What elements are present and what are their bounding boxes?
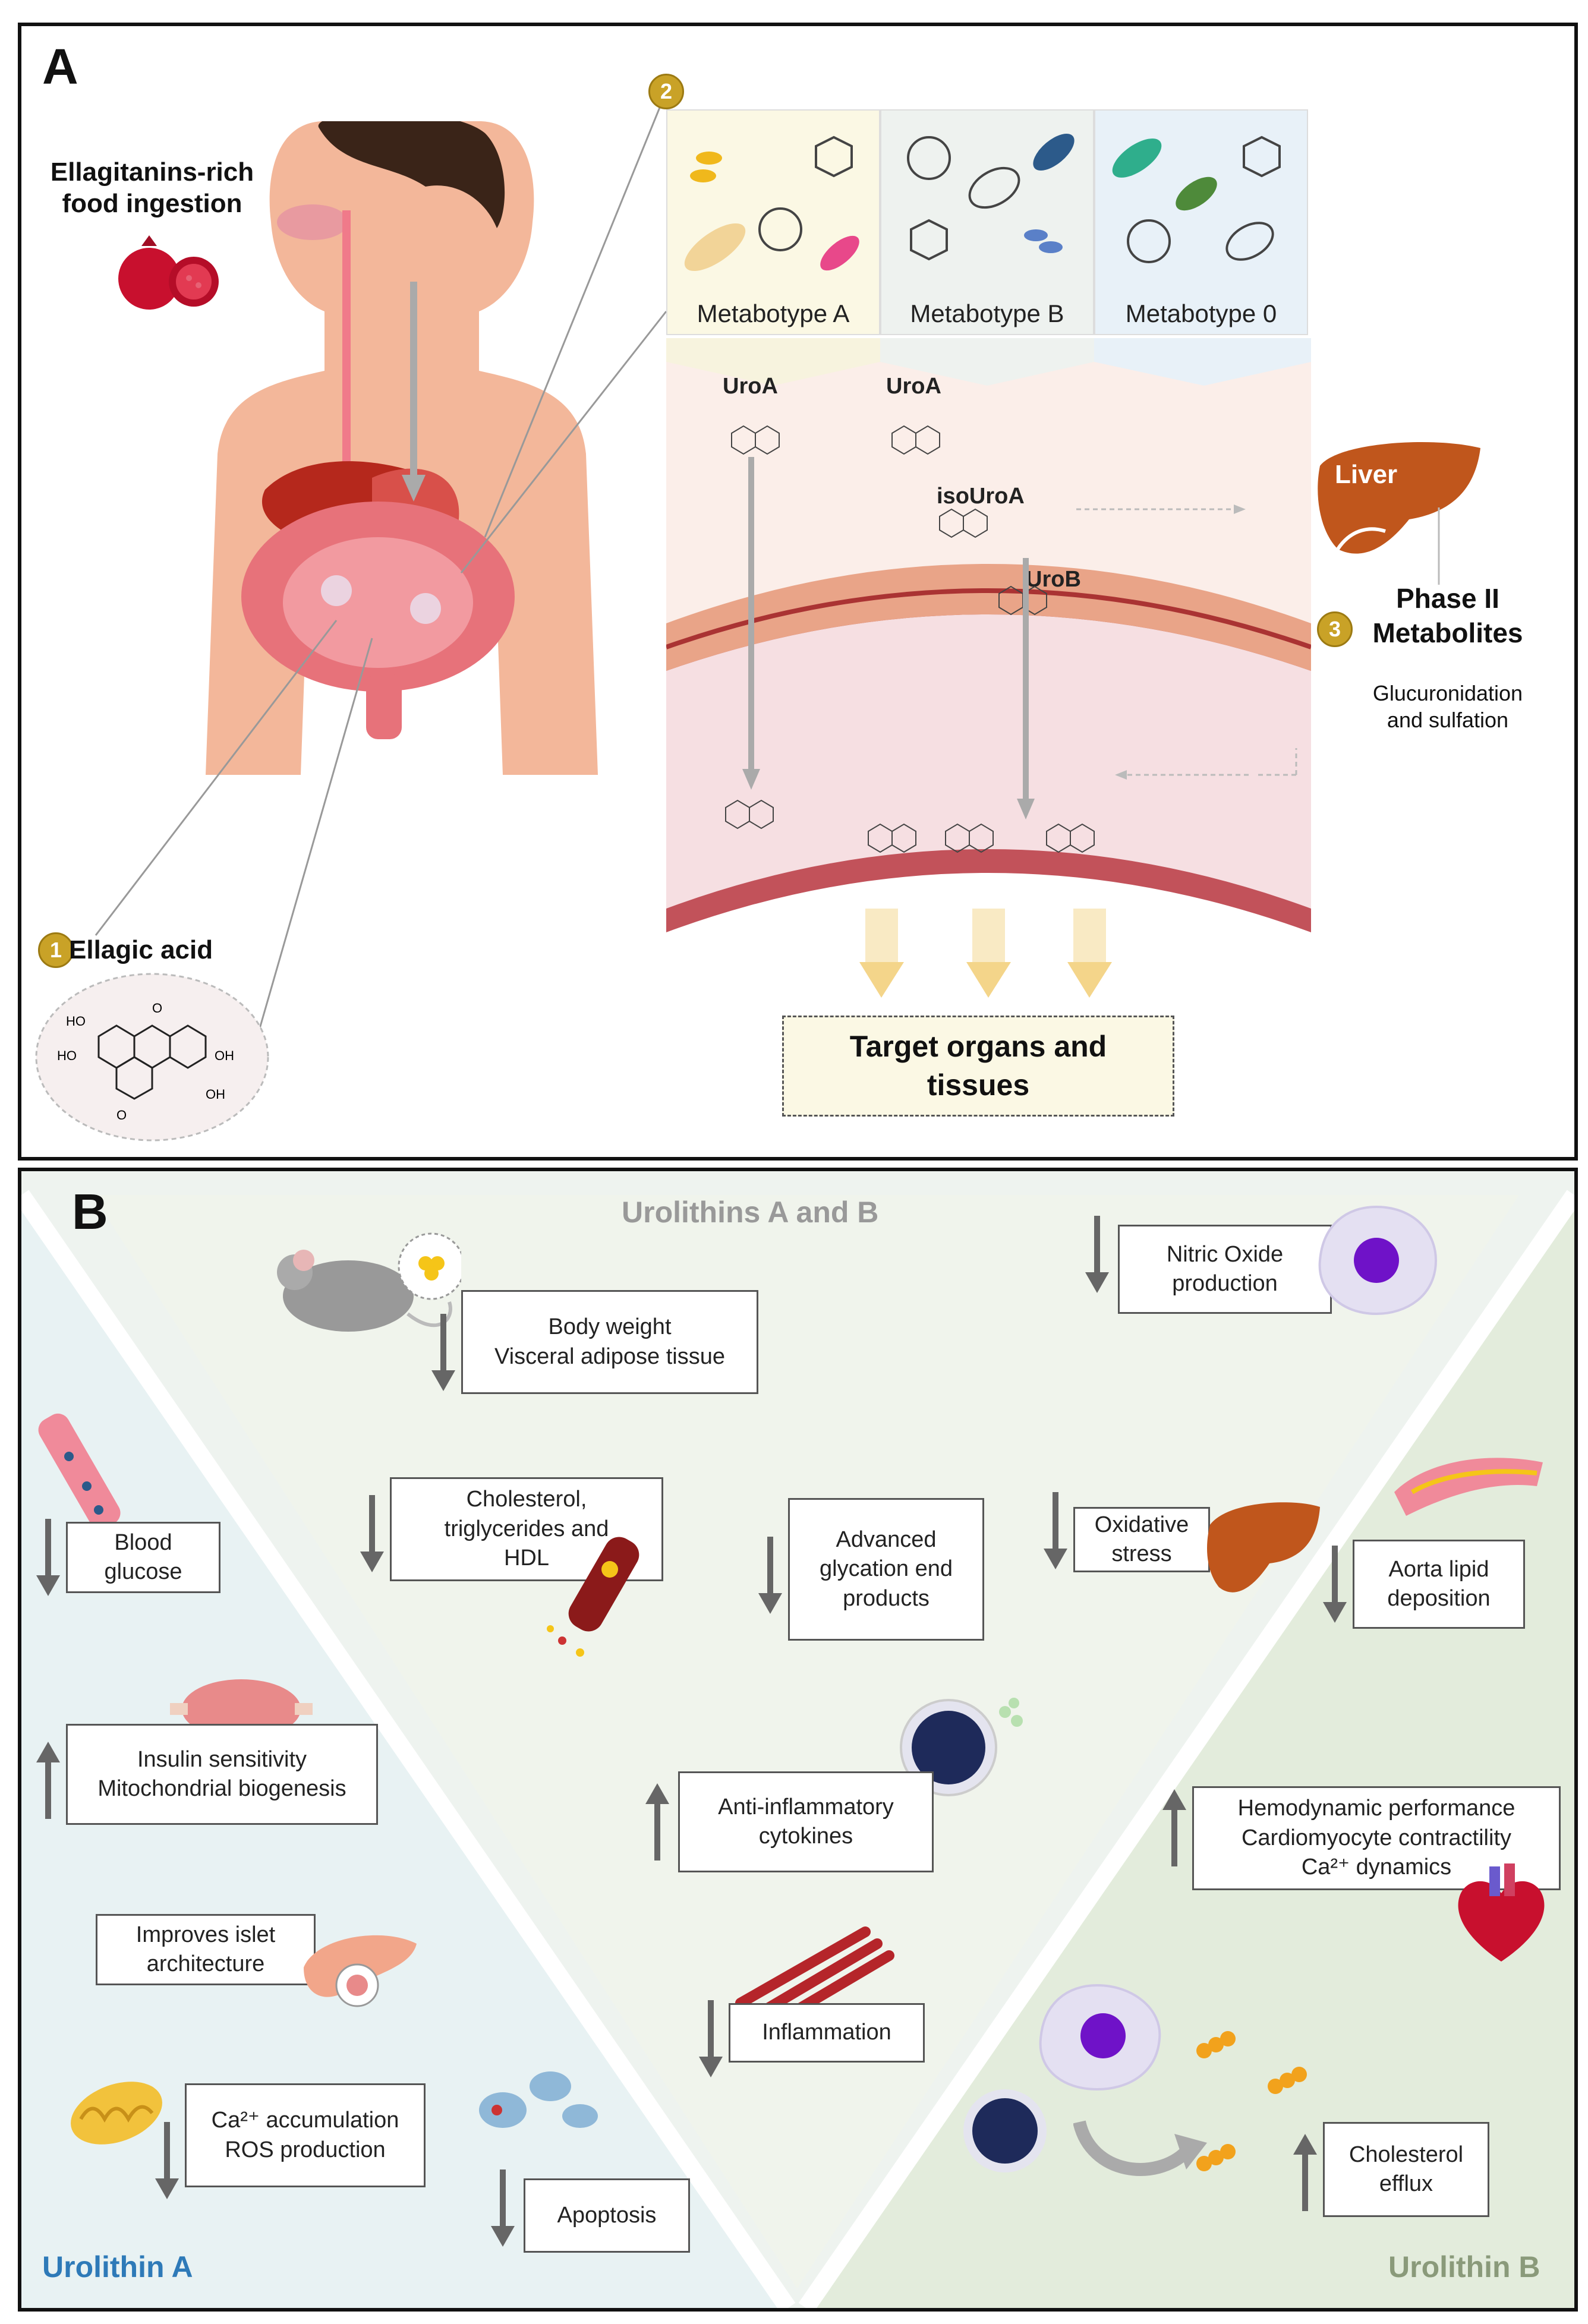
cholesterol-efflux-box: Cholesterol efflux	[1323, 2122, 1489, 2217]
down-arrow-icon	[1323, 1546, 1347, 1623]
mitochondria-icon	[71, 2082, 162, 2145]
svg-text:O: O	[152, 1001, 162, 1016]
panel-b-label: B	[72, 1184, 108, 1240]
down-arrow-icon	[491, 2170, 515, 2247]
islet-box: Improves islet architecture	[96, 1914, 316, 1985]
artery-plaque-icon	[547, 1537, 639, 1657]
insulin-sensitivity-box: Insulin sensitivity Mitochondrial biogen…	[66, 1724, 378, 1825]
oxidative-stress-box: Oxidative stress	[1073, 1507, 1210, 1572]
macrophage-foam-icon	[1039, 1984, 1161, 2091]
ellagic-acid-structure: HO HO OH OH O O	[35, 973, 269, 1141]
intestinal-wall	[666, 338, 1311, 932]
bacteria-b-icon	[907, 133, 1075, 261]
hemodynamic-box: Hemodynamic performance Cardiomyocyte co…	[1192, 1786, 1561, 1890]
svg-text:O: O	[116, 1108, 127, 1122]
mouse-icon	[277, 1232, 461, 1332]
liver-icon	[1318, 442, 1480, 554]
metabotype-a-label: Metabotype A	[697, 299, 850, 327]
aorta-lipid-box: Aorta lipid deposition	[1353, 1540, 1525, 1629]
zoom-lines	[94, 91, 667, 1031]
glucuronidation-label: Glucuronidation and sulfation	[1372, 681, 1523, 732]
apoptosis-box: Apoptosis	[524, 2178, 690, 2253]
age-products-box: Advanced glycation end products	[788, 1498, 984, 1641]
panel-a: A Ellagitanins-rich food ingestion 1 E	[18, 23, 1578, 1161]
efflux-arrow-icon	[1073, 2120, 1207, 2176]
panel-b-triangles	[21, 1171, 1574, 2308]
svg-text:HO: HO	[57, 1048, 77, 1063]
up-arrow-icon	[1162, 1789, 1186, 1866]
down-arrow-icon	[155, 2122, 179, 2199]
isouroa-label: isoUroA	[937, 484, 1025, 509]
aorta-icon	[1394, 1458, 1543, 1516]
macrophage-icon	[1318, 1205, 1438, 1316]
urob-label: UroB	[1026, 567, 1081, 592]
bacteria-a-icon	[684, 135, 859, 272]
liver-icon	[1207, 1502, 1320, 1593]
urolithin-b-label: Urolithin B	[1388, 2250, 1540, 2284]
panel-b: B Urolithins A and B Urolithin A Urolith…	[18, 1168, 1578, 2312]
heart-icon	[1458, 1863, 1545, 1962]
food-ingestion-label: Ellagitanins-rich food ingestion	[50, 157, 254, 218]
blood-glucose-box: Blood glucose	[66, 1522, 220, 1593]
step-3-badge: 3	[1317, 611, 1353, 647]
metabotype-a-box: Metabotype A	[666, 109, 880, 335]
human-digestive-system	[206, 121, 598, 775]
down-arrow-icon	[1044, 1492, 1067, 1569]
panel-b-title: Urolithins A and B	[622, 1196, 879, 1229]
monocyte-icon	[963, 2089, 1047, 2172]
urolithin-a-label: Urolithin A	[42, 2250, 193, 2284]
liver-link-line	[1438, 507, 1440, 585]
up-arrow-icon	[645, 1783, 669, 1861]
inflammation-box: Inflammation	[729, 2003, 925, 2063]
metabotype-b-label: Metabotype B	[910, 299, 1064, 327]
down-arrow-icon	[699, 2000, 723, 2077]
ellagic-acid-title: Ellagic acid	[69, 935, 213, 964]
down-arrow-icon	[1085, 1216, 1109, 1293]
down-arrow-icon	[360, 1495, 384, 1572]
uroa-label-2: UroA	[886, 374, 941, 399]
svg-text:HO: HO	[66, 1014, 86, 1029]
up-arrow-icon	[36, 1742, 60, 1819]
down-arrow-icon	[36, 1519, 60, 1596]
metabotype-0-label: Metabotype 0	[1125, 299, 1277, 327]
target-organs-box: Target organs and tissues	[782, 1016, 1174, 1117]
nitric-oxide-box: Nitric Oxide production	[1118, 1225, 1332, 1314]
uroa-label-1: UroA	[723, 374, 778, 399]
apoptotic-cells-icon	[479, 2071, 598, 2128]
step-1-badge: 1	[38, 932, 74, 968]
blood-vessel-icon	[38, 1413, 121, 1530]
metabotype-b-box: Metabotype B	[880, 109, 1094, 335]
cholesterol-chain-icon	[1196, 2031, 1307, 2171]
down-arrow-icon	[431, 1314, 455, 1391]
down-arrow-icon	[758, 1537, 782, 1614]
bacteria-0-icon	[1112, 135, 1281, 263]
phase-ii-label: Phase II Metabolites	[1372, 583, 1523, 648]
svg-text:OH: OH	[215, 1048, 234, 1063]
pomegranate-icon	[118, 235, 219, 310]
svg-text:OH: OH	[206, 1087, 225, 1102]
step-2-badge: 2	[648, 74, 684, 109]
up-arrow-icon	[1293, 2134, 1317, 2211]
absorption-arrows	[859, 909, 1112, 998]
pancreas-icon	[304, 1935, 417, 2007]
ca-ros-box: Ca²⁺ accumulation ROS production	[185, 2083, 426, 2187]
liver-label: Liver	[1335, 460, 1398, 489]
panel-a-label: A	[42, 39, 78, 94]
ingestion-arrow-icon	[402, 282, 426, 502]
urolithin-molecules	[725, 425, 1297, 853]
metabotype-0-box: Metabotype 0	[1094, 109, 1308, 335]
body-weight-box: Body weight Visceral adipose tissue	[461, 1290, 758, 1394]
anti-inflammatory-box: Anti-inflammatory cytokines	[678, 1771, 934, 1872]
